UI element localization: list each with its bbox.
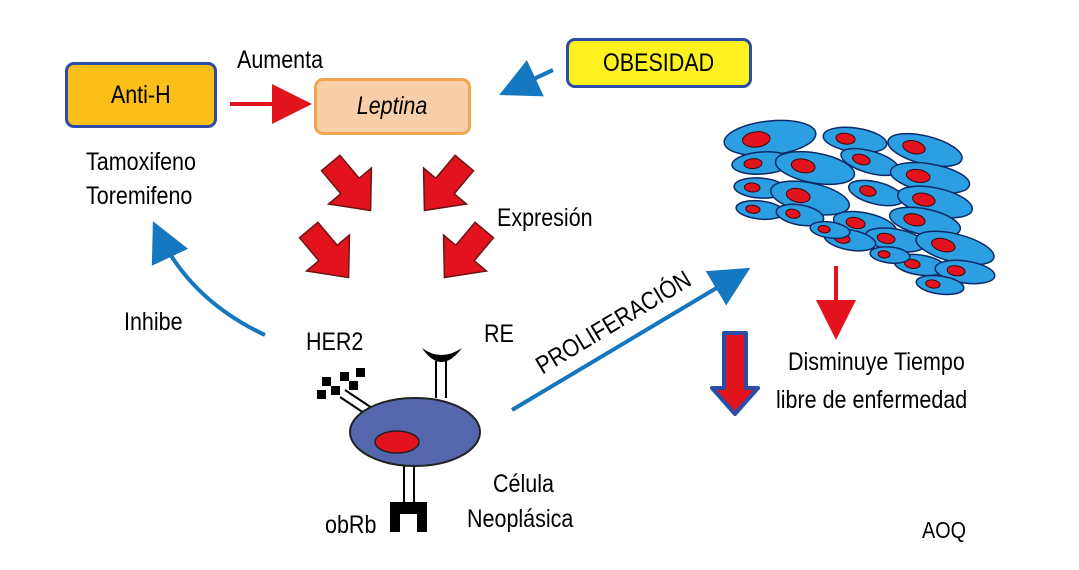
tamoxifeno-label: Tamoxifeno: [86, 148, 196, 176]
tissue-cell: [869, 246, 911, 264]
tissue-cell: [735, 199, 785, 221]
inhibe-arrow: [151, 221, 266, 337]
expression-arrow-upper-right: [422, 154, 475, 212]
proliferacion-arrow: [510, 267, 751, 412]
celula-label-line1: Célula: [493, 470, 554, 498]
tissue-cell: [889, 161, 971, 195]
celula-label-line2: Neoplásica: [467, 505, 574, 533]
neoplastic-cell: [349, 397, 481, 467]
aumenta-label: Aumenta: [237, 46, 324, 74]
leptina-label: Leptina: [357, 92, 428, 120]
expresion-label: Expresión: [497, 204, 593, 232]
tissue-cell: [723, 119, 817, 157]
tissue-cell: [822, 126, 888, 154]
tissue-cell: [915, 274, 965, 296]
re-receptor: [422, 348, 462, 398]
disminuye-label-line2: libre de enfermedad: [776, 386, 968, 414]
tissue-cell: [809, 220, 851, 240]
tissue-cell: [775, 203, 825, 227]
expression-arrow-upper-left: [320, 154, 373, 212]
tissue-cell: [847, 179, 905, 207]
neoplastic-nucleus: [374, 430, 420, 454]
anti-h-label: Anti-H: [111, 80, 171, 109]
expression-arrows: [298, 154, 495, 279]
tissue-cell-cluster: [723, 119, 996, 296]
tissue-cell: [887, 132, 963, 168]
decrease-arrow: [710, 331, 760, 416]
disminuye-label-line1: Disminuye Tiempo: [788, 348, 965, 376]
expression-arrow-lower-right: [442, 221, 495, 279]
toremifeno-label: Toremifeno: [86, 182, 193, 210]
her2-label: HER2: [306, 328, 364, 356]
re-label: RE: [484, 320, 514, 348]
obesidad-box: OBESIDAD: [566, 38, 752, 88]
inhibe-label: Inhibe: [124, 308, 183, 336]
expression-arrow-lower-left: [298, 221, 351, 279]
obrb-label: obRb: [325, 511, 377, 539]
aoq-label: AOQ: [922, 517, 966, 543]
obesidad-label: OBESIDAD: [603, 48, 715, 77]
obrb-receptor: [390, 462, 427, 532]
anti-h-box: Anti-H: [65, 62, 217, 128]
tissue-cell: [840, 147, 900, 177]
leptina-box: Leptina: [314, 78, 471, 135]
obesidad-to-leptina-arrow: [499, 60, 554, 97]
